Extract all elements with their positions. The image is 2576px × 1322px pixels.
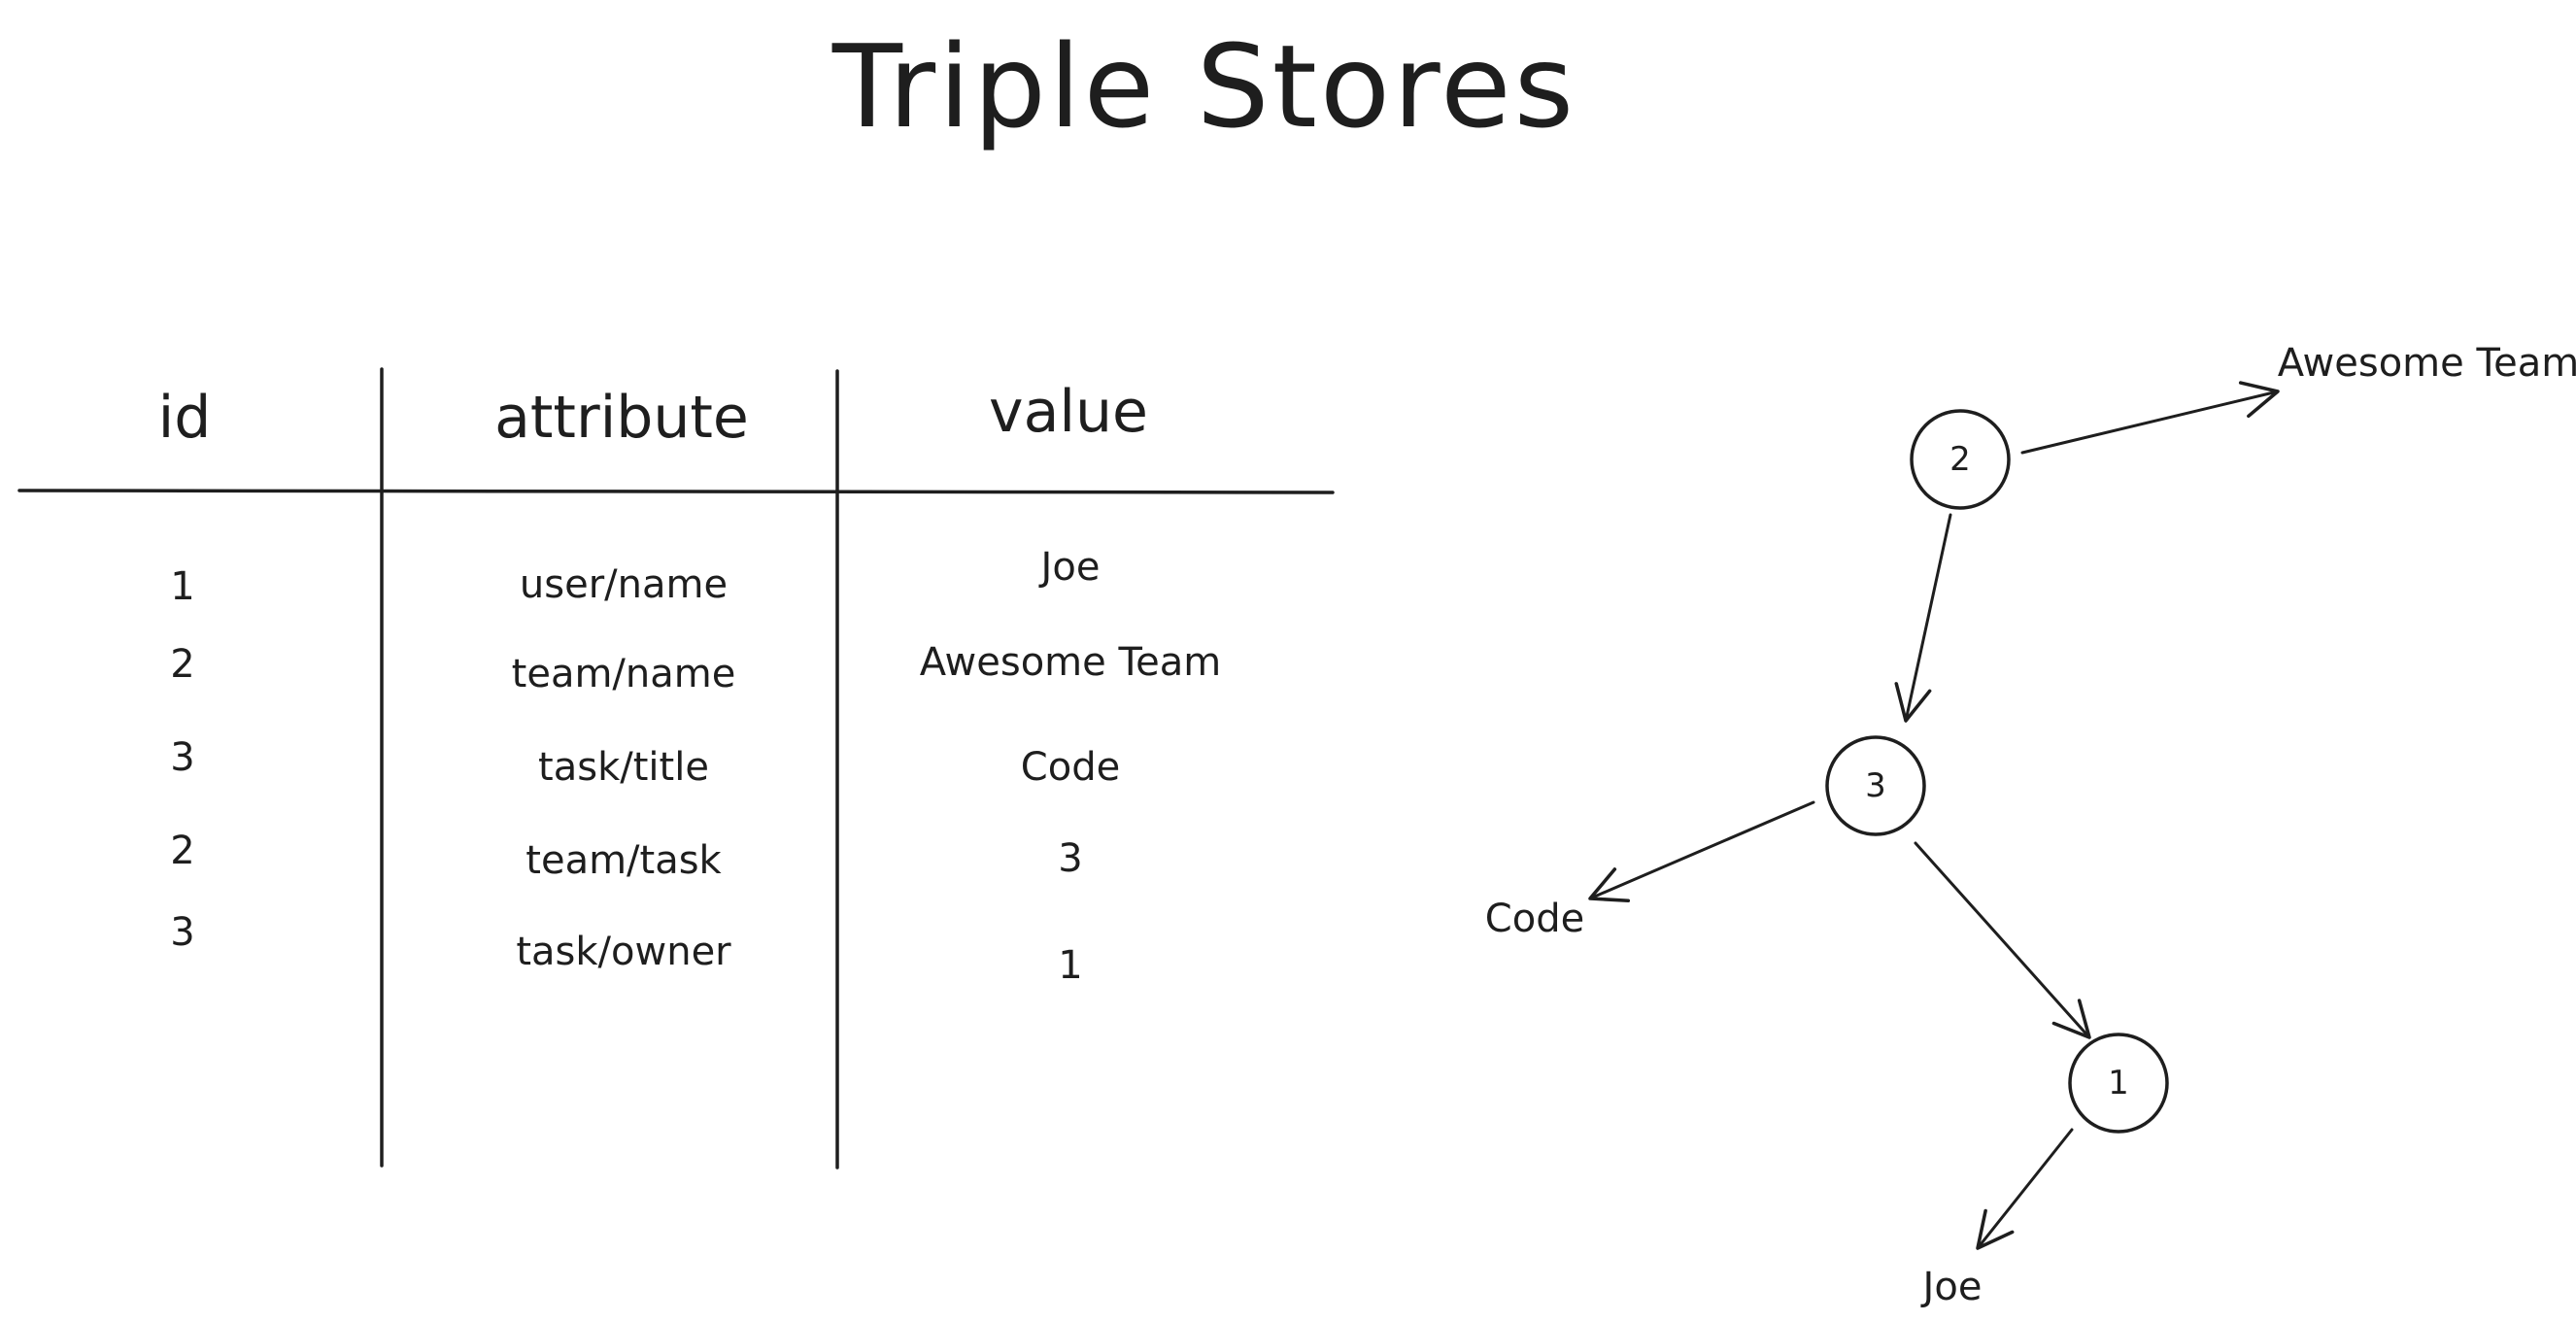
table-header-id: id [157,384,212,452]
table-header-rule [17,489,1335,494]
graph-node-circle-1 [2068,1033,2169,1134]
table-cell-attribute: task/owner [516,930,731,974]
table-cell-value: 3 [1058,836,1083,881]
table-cell-attribute: team/name [511,652,736,696]
graph-label-awesome-team: Awesome Team [2277,341,2576,386]
graph-node-circle-3 [1825,735,1926,836]
graph-node-1: 1 [2108,1064,2129,1102]
edge-3-to-1 [1914,841,2091,1039]
table-header-attribute: attribute [494,384,749,452]
table-cell-id: 3 [170,735,195,780]
graph-label-code: Code [1484,897,1585,941]
graph-node-3: 3 [1865,766,1886,805]
table-cell-id: 2 [170,642,195,687]
table-cell-attribute: task/title [538,745,709,790]
graph-node-circle-2 [1910,409,2011,510]
table-cell-attribute: user/name [519,562,729,607]
graph-label-joe: Joe [1922,1265,1983,1309]
table-cell-id: 1 [170,564,195,609]
table-cell-value: Joe [1040,545,1101,590]
edge-3-to-code [1588,800,1815,903]
table-cell-value: Awesome Team [919,640,1222,685]
edge-2-to-awesome-team [2020,381,2280,455]
table-cell-id: 3 [170,910,195,955]
table-header-value: value [989,378,1148,446]
table-cell-attribute: team/task [525,838,722,883]
table-cell-value: 1 [1058,943,1083,988]
edge-1-to-joe [1976,1128,2074,1250]
graph-node-2: 2 [1949,440,1971,479]
edge-2-to-3 [1894,513,1952,723]
table-cell-value: Code [1020,745,1121,790]
page-title: Triple Stores [831,19,1577,153]
table-cell-id: 2 [170,829,195,873]
